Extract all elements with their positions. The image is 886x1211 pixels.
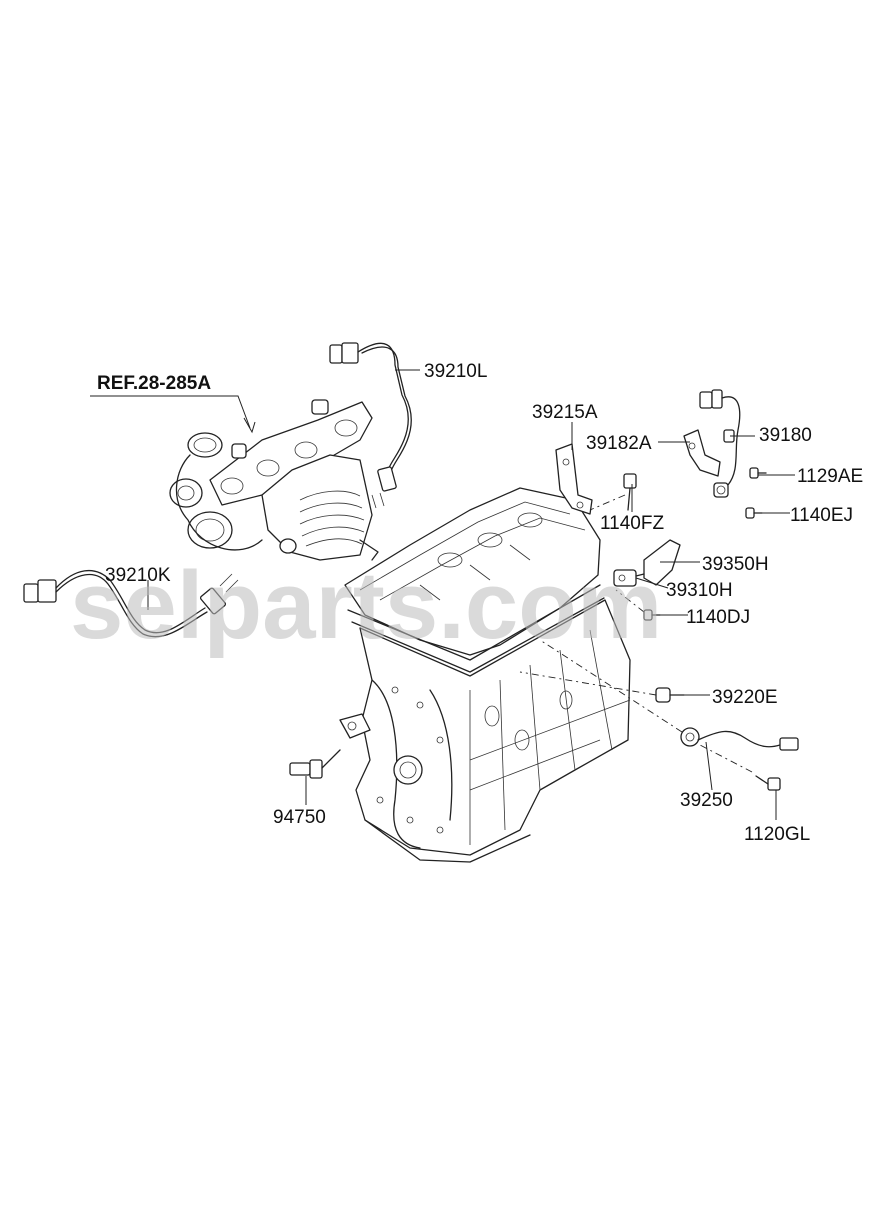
label-1140fz[interactable]: 1140FZ xyxy=(600,513,664,534)
exhaust-manifold-drawing xyxy=(169,399,379,561)
engine-block-drawing xyxy=(339,487,631,863)
bolt-1129ae xyxy=(749,467,767,479)
label-39310h[interactable]: 39310H xyxy=(666,580,733,601)
label-39210k[interactable]: 39210K xyxy=(105,565,171,586)
bolt-1120gl xyxy=(699,744,781,791)
label-39182a[interactable]: 39182A xyxy=(586,433,652,454)
label-1140dj[interactable]: 1140DJ xyxy=(686,607,750,628)
oxygen-sensor-lower xyxy=(23,569,239,638)
watermark-text: selparts.com xyxy=(70,552,662,659)
part-labels: REF.28-285A 39210L 39210K 39215A 39182A … xyxy=(97,361,863,845)
label-39250[interactable]: 39250 xyxy=(680,790,733,811)
cam-sensor-39180 xyxy=(699,389,741,498)
temp-sensor-94750 xyxy=(289,749,341,779)
leader-lines xyxy=(90,369,795,820)
sensor-bracket-39215a xyxy=(555,443,593,515)
label-94750[interactable]: 94750 xyxy=(273,807,326,828)
label-39350h[interactable]: 39350H xyxy=(702,554,769,575)
label-ref-28-285a[interactable]: REF.28-285A xyxy=(97,373,211,394)
label-1140ej[interactable]: 1140EJ xyxy=(790,505,853,526)
knock-sensor-39250 xyxy=(539,639,799,751)
bolt-1140fz xyxy=(589,473,637,511)
label-39180[interactable]: 39180 xyxy=(759,425,812,446)
oxygen-sensor-upper xyxy=(329,342,412,509)
label-39215a[interactable]: 39215A xyxy=(532,402,598,423)
label-1129ae[interactable]: 1129AE xyxy=(797,466,863,487)
bracket-39182a xyxy=(683,429,721,477)
sensor-39220e xyxy=(519,671,685,703)
label-1120gl[interactable]: 1120GL xyxy=(744,824,810,845)
sensor-39310h xyxy=(613,569,645,587)
label-39220e[interactable]: 39220E xyxy=(712,687,778,708)
label-39210l[interactable]: 39210L xyxy=(424,361,487,382)
